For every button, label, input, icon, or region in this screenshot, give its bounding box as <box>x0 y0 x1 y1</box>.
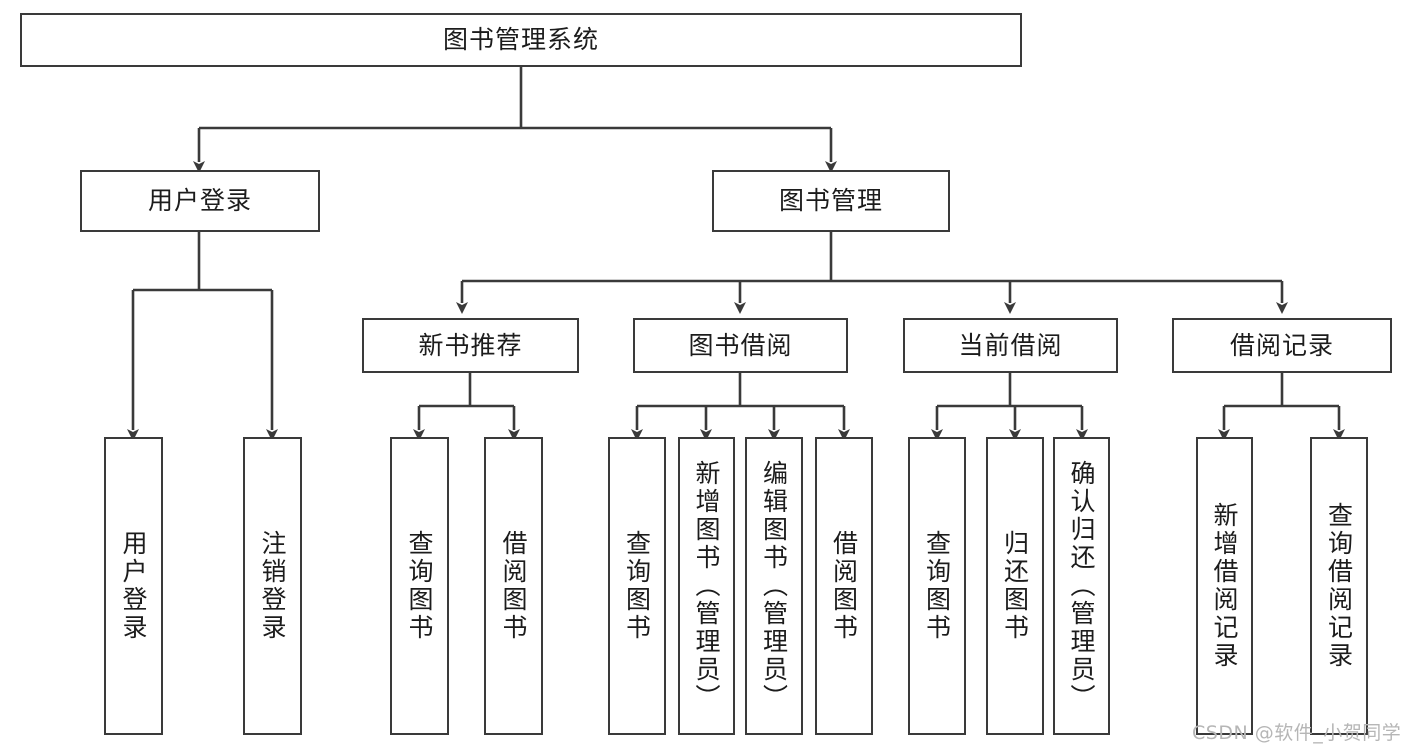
node-label: 新书推荐 <box>418 330 523 360</box>
node-label: 借阅图书 <box>499 530 528 642</box>
node-root-book-management-system[interactable]: 图书管理系统 <box>20 13 1022 67</box>
leaf-user-login-login[interactable]: 用户登录 <box>104 437 163 735</box>
node-label: 新增图书（管理员） <box>692 460 721 712</box>
node-label: 用户登录 <box>119 530 148 642</box>
node-label: 查询图书 <box>922 530 952 642</box>
leaf-record-add-record[interactable]: 新增借阅记录 <box>1196 437 1253 735</box>
leaf-borrow-query-book[interactable]: 查询图书 <box>608 437 666 735</box>
leaf-user-login-logout[interactable]: 注销登录 <box>243 437 302 735</box>
leaf-current-return-book[interactable]: 归还图书 <box>986 437 1044 735</box>
leaf-borrow-edit-book-admin[interactable]: 编辑图书（管理员） <box>745 437 803 735</box>
node-label: 新增借阅记录 <box>1210 502 1239 670</box>
node-label: 查询图书 <box>622 530 652 642</box>
node-label: 确认归还（管理员） <box>1067 460 1096 712</box>
node-book-management[interactable]: 图书管理 <box>712 170 950 232</box>
leaf-recommend-borrow-book[interactable]: 借阅图书 <box>484 437 543 735</box>
leaf-current-confirm-return-admin[interactable]: 确认归还（管理员） <box>1053 437 1110 735</box>
node-user-login[interactable]: 用户登录 <box>80 170 320 232</box>
node-label: 借阅记录 <box>1229 330 1334 360</box>
node-label: 查询图书 <box>405 530 434 642</box>
node-label: 归还图书 <box>1000 530 1030 642</box>
leaf-recommend-query-book[interactable]: 查询图书 <box>390 437 449 735</box>
node-label: 图书借阅 <box>688 330 793 360</box>
node-label: 当前借阅 <box>958 330 1063 360</box>
node-current-borrow[interactable]: 当前借阅 <box>903 318 1118 373</box>
leaf-current-query-book[interactable]: 查询图书 <box>908 437 966 735</box>
leaf-borrow-add-book-admin[interactable]: 新增图书（管理员） <box>678 437 735 735</box>
node-label: 借阅图书 <box>829 530 859 642</box>
leaf-borrow-borrow-book[interactable]: 借阅图书 <box>815 437 873 735</box>
node-label: 注销登录 <box>258 530 287 642</box>
node-label: 查询借阅记录 <box>1324 502 1354 670</box>
node-label: 图书管理 <box>778 186 883 216</box>
leaf-record-query-record[interactable]: 查询借阅记录 <box>1310 437 1368 735</box>
node-label: 图书管理系统 <box>442 25 599 55</box>
node-book-borrow[interactable]: 图书借阅 <box>633 318 848 373</box>
csdn-watermark: CSDN @软件_小贺同学 <box>1192 722 1402 744</box>
node-label: 用户登录 <box>147 186 252 216</box>
node-new-book-recommend[interactable]: 新书推荐 <box>362 318 579 373</box>
node-label: 编辑图书（管理员） <box>759 460 789 712</box>
node-borrow-record[interactable]: 借阅记录 <box>1172 318 1392 373</box>
